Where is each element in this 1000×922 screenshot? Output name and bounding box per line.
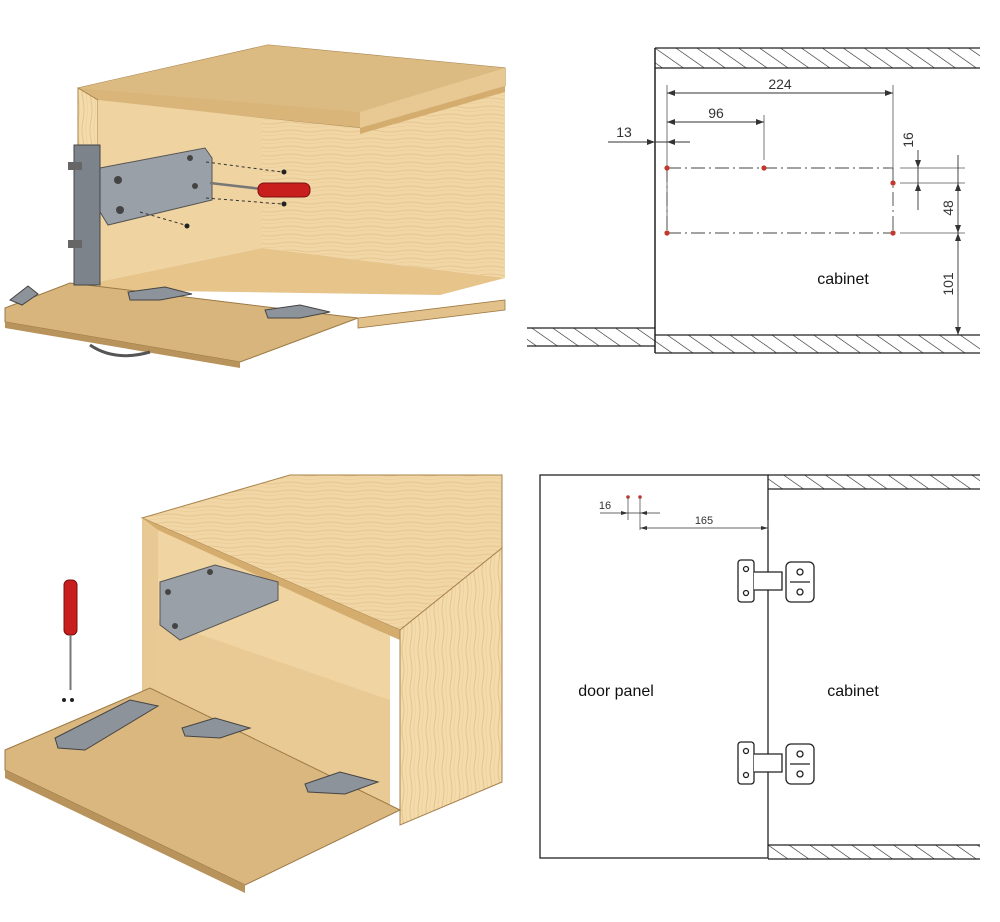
screwdriver-icon xyxy=(209,181,311,198)
hatched-wall-bottom xyxy=(655,335,980,353)
lift-mechanism xyxy=(159,564,279,641)
mount-hole xyxy=(890,230,896,236)
lift-mechanism xyxy=(68,144,213,286)
mount-hole xyxy=(890,180,896,186)
screw-icon xyxy=(70,698,74,702)
dim-224-label: 224 xyxy=(768,76,792,92)
bottom-technical-drawing: 16 165 door panel cabine xyxy=(539,474,980,860)
top-cabinet-illustration xyxy=(4,44,506,368)
screw-icon xyxy=(281,169,287,175)
screw-guides xyxy=(139,161,283,226)
dim-96-label: 96 xyxy=(708,105,724,121)
hinge-icon xyxy=(9,285,39,306)
screw-icon xyxy=(184,223,190,229)
hinge-icon xyxy=(181,717,252,739)
hinge-icon xyxy=(304,771,380,795)
screwdriver-icon xyxy=(63,579,78,690)
cabinet-top-panel xyxy=(140,474,503,631)
hinge-icon xyxy=(127,286,193,301)
hatched-floor-left xyxy=(527,328,655,346)
hatched-wall-top xyxy=(655,48,980,68)
mount-hole xyxy=(664,230,670,236)
top-technical-drawing: 224 96 13 16 48 101 cabinet xyxy=(527,47,980,354)
dim-165-label: 165 xyxy=(695,515,713,527)
screw-icon xyxy=(281,201,287,207)
cabinet-right-side xyxy=(399,546,503,826)
door-panel-label: door panel xyxy=(578,683,654,700)
hinge-icon xyxy=(737,559,815,603)
screw-icon xyxy=(62,698,66,702)
cabinet-label-bottom: cabinet xyxy=(827,683,879,700)
door-panel-open xyxy=(4,282,359,363)
dim-48-label: 48 xyxy=(940,200,956,216)
cabinet-right-wall xyxy=(262,86,505,278)
cabinet-label-top: cabinet xyxy=(817,271,869,288)
dim-16-label: 16 xyxy=(599,500,611,512)
bottom-cabinet-illustration xyxy=(4,474,503,893)
hinge-icon xyxy=(737,741,815,785)
mount-hole xyxy=(761,165,767,171)
door-bracket xyxy=(54,699,160,751)
dim-101-label: 101 xyxy=(940,272,956,296)
dim-16-label: 16 xyxy=(900,132,916,148)
dim-13-label: 13 xyxy=(616,124,632,140)
door-panel-outline xyxy=(539,474,769,859)
mount-hole xyxy=(664,165,670,171)
hatched-wall-top xyxy=(768,475,980,489)
hatched-wall-bottom xyxy=(768,845,980,859)
hinge-icon xyxy=(264,304,331,319)
